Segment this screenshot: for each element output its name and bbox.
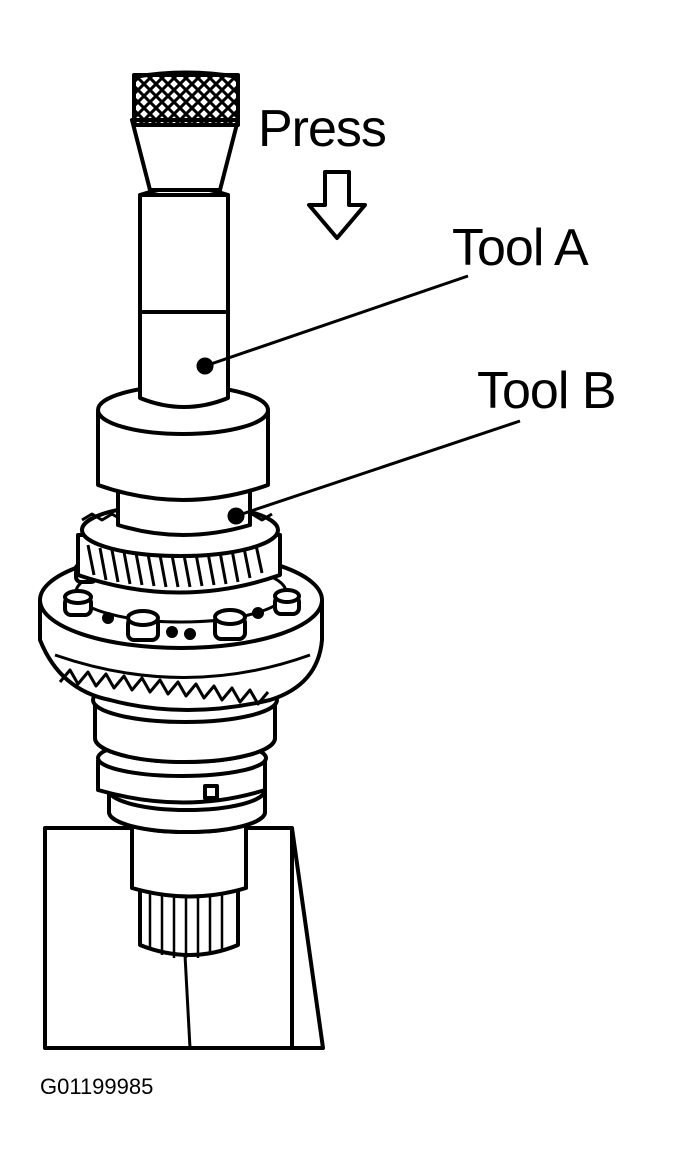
press-arrow-icon bbox=[307, 170, 367, 240]
tool-b-label: Tool B bbox=[477, 362, 617, 420]
tool-a-label: Tool A bbox=[452, 219, 589, 277]
splined-shaft bbox=[130, 818, 248, 958]
tool-b-leader-dot bbox=[227, 507, 245, 525]
tool-a-leader bbox=[204, 274, 469, 368]
press-label: Press bbox=[258, 100, 387, 158]
tool-b-leader bbox=[235, 419, 521, 518]
figure-id: G01199985 bbox=[40, 1074, 154, 1099]
tool-a-shaft bbox=[130, 70, 240, 409]
tool-a-leader-dot bbox=[196, 357, 214, 375]
